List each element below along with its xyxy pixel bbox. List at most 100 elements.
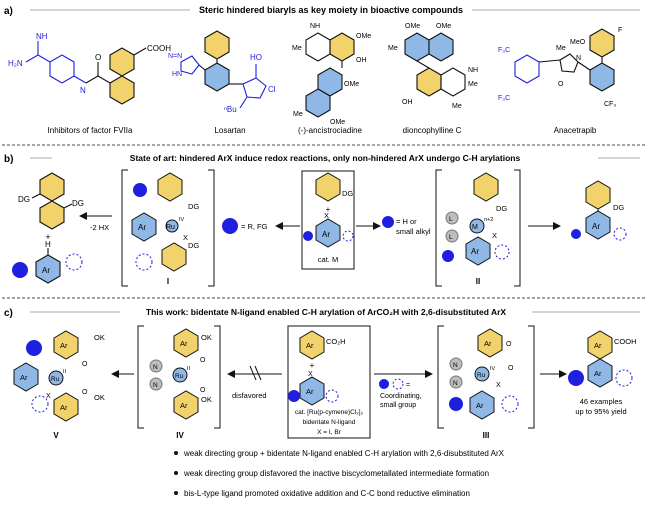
- bullet-3: bis-L-type ligand promoted oxidative add…: [184, 489, 470, 498]
- complex-I-ar: Ar: [138, 223, 146, 232]
- center-box-c: [287, 325, 371, 439]
- benzamidine-ring: [49, 54, 75, 84]
- compound-losartan: [180, 30, 267, 109]
- iii-o1: O: [506, 341, 512, 348]
- bullet-dot-2: [174, 471, 178, 475]
- anac-cf3c: CF₃: [604, 101, 616, 108]
- center-b-ar: Ar: [322, 230, 330, 239]
- dionco-ome2: OMe: [436, 23, 451, 30]
- left-ar: Ar: [42, 266, 50, 275]
- losartan-top-ring: [204, 30, 230, 60]
- complex-II-dg: DG: [496, 204, 507, 213]
- complex-II-ox: n+2: [484, 217, 493, 223]
- iv-ar2: Ar: [180, 401, 188, 410]
- ancistro-me: Me: [292, 45, 302, 52]
- losartan-cl: Cl: [268, 85, 276, 94]
- complex-I-x: X: [183, 233, 188, 242]
- iv-ox: II: [187, 366, 191, 372]
- center-b-cat: cat. M: [318, 255, 338, 264]
- iv-numeral: IV: [176, 431, 184, 440]
- dionco-ome1: OMe: [405, 23, 420, 30]
- ancistro-nh-ring: [305, 32, 331, 62]
- v-o1: O: [82, 361, 88, 368]
- dionco-naph-ring-a: [404, 32, 430, 62]
- iii-n2: N: [453, 380, 458, 387]
- compound-fviia-inhibitor: [25, 41, 147, 105]
- dionco-nh-ring: [440, 67, 466, 97]
- complex-I-ox: IV: [179, 217, 185, 223]
- legend-c-blue-dot: [379, 379, 389, 389]
- ancistro-iso-ring: [329, 32, 355, 62]
- dionco-me3: Me: [388, 45, 398, 52]
- dionco-oh: OH: [402, 99, 413, 106]
- section-c-label: c): [4, 308, 13, 319]
- compound-name-anacetrapib: Anacetrapib: [554, 126, 597, 135]
- product-yield: up to 95% yield: [575, 407, 626, 416]
- complex-II-l1: L: [449, 216, 453, 223]
- bullet-dot-1: [174, 451, 178, 455]
- left-dg1: DG: [18, 195, 30, 204]
- dionco-naph-ring-b: [428, 32, 454, 62]
- anac-cf3a: F₃C: [498, 47, 510, 54]
- legend-blue-dot-right: [382, 216, 394, 228]
- center-b-dg: DG: [342, 189, 353, 198]
- ancistro-ome3: OMe: [330, 119, 345, 126]
- legend-right-line2: small alkyl: [396, 227, 431, 236]
- iv-ru: Ru: [175, 373, 184, 380]
- iii-ru: Ru: [477, 372, 486, 379]
- complex-I: [121, 169, 215, 287]
- complex-I-dg2: DG: [188, 241, 199, 250]
- section-a-label: a): [4, 6, 13, 17]
- ancistro-ome2: OMe: [344, 81, 359, 88]
- compound-name-losartan: Losartan: [214, 126, 245, 135]
- section-b-label: b): [4, 154, 13, 165]
- section-b: b) State of art: hindered ArX induce red…: [2, 153, 647, 299]
- iii-x: X: [496, 382, 501, 389]
- complex-V: [13, 330, 79, 422]
- iii-ox: IV: [490, 366, 496, 372]
- right-biaryl-product: [571, 180, 627, 241]
- section-c: c) This work: bidentate N-ligand enabled…: [4, 307, 640, 498]
- fviia-nh: NH: [36, 32, 48, 41]
- dionco-me: Me: [468, 81, 478, 88]
- legend-blue-dot-left: [222, 218, 238, 234]
- complex-I-ru: Ru: [166, 224, 175, 231]
- oxazolidinone-ring: [559, 53, 579, 73]
- center-box-b: [301, 170, 355, 270]
- v-x: X: [46, 393, 51, 400]
- iv-ok2: OK: [201, 395, 212, 404]
- dionco-iso-ring: [416, 67, 442, 97]
- left-dg2: DG: [72, 199, 84, 208]
- right-product-ar: Ar: [592, 222, 600, 231]
- anac-n: N: [576, 55, 581, 62]
- losartan-nbu: ⁿBu: [224, 105, 237, 114]
- anac-top-ring: [589, 28, 615, 58]
- complex-III: [437, 325, 535, 429]
- left-h: H: [45, 240, 51, 249]
- anac-bottom-ring: [589, 62, 615, 92]
- ancistro-naph-ring-b: [305, 88, 331, 118]
- iii-numeral: III: [483, 431, 490, 440]
- product-ar2: Ar: [594, 369, 602, 378]
- bullet-2: weak directing group disfavored the inac…: [183, 469, 489, 478]
- anac-o: O: [558, 81, 564, 88]
- fviia-o: O: [95, 53, 101, 62]
- disfavored-label: disfavored: [232, 391, 267, 400]
- legend-c-line3: small group: [380, 402, 416, 409]
- complex-I-numeral: I: [167, 277, 169, 286]
- biaryl-ring-top: [109, 47, 135, 77]
- right-product-dg: DG: [613, 203, 624, 212]
- section-b-header: State of art: hindered ArX induce redox …: [130, 153, 521, 163]
- dashed-circle-left: [65, 253, 83, 271]
- complex-II-ar: Ar: [471, 247, 479, 256]
- box-c-cat: cat. [Ru(p-cymene)Cl₂]₂: [295, 409, 364, 416]
- box-c-plus: +: [310, 361, 315, 370]
- box-c-x: X: [308, 371, 313, 378]
- anac-bistf-ring: [514, 54, 540, 84]
- product-cooh: COOH: [614, 337, 637, 346]
- anac-cf3b: F₃C: [498, 95, 510, 102]
- complex-II-l2: L: [449, 234, 453, 241]
- losartan-ho: HO: [250, 53, 262, 62]
- v-ok1: OK: [94, 333, 105, 342]
